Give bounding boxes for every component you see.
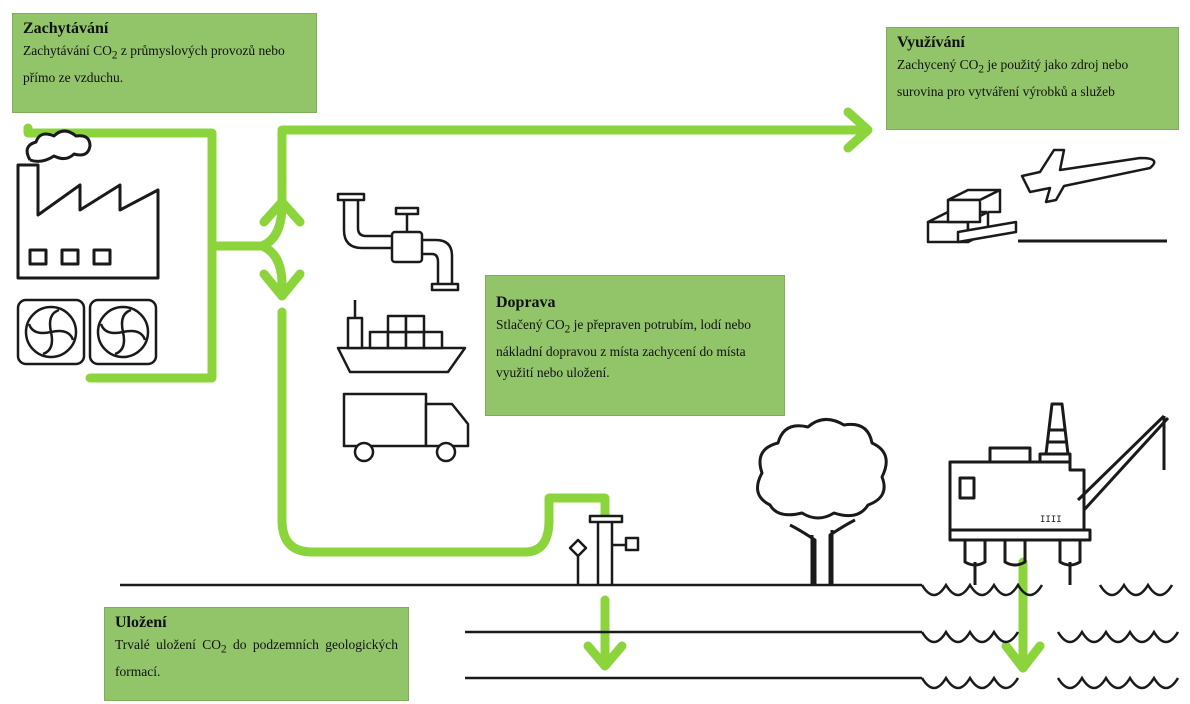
storage-title: Uložení: [115, 614, 167, 631]
boxes-icon: [926, 188, 1018, 244]
arrowhead-split-down: [259, 269, 305, 301]
storage-box: Uložení Trvalé uložení CO2 do podzemních…: [104, 607, 409, 701]
flow-arrowheads: [259, 107, 1045, 673]
ship-icon: [336, 300, 467, 374]
waves-icon: [920, 582, 1180, 690]
co2-flow-lines: [23, 123, 1028, 673]
pipeline-icon: [336, 192, 460, 292]
transport-text: Stlačený CO2 je přepraven potrubím, lodí…: [496, 317, 751, 380]
oil-platform-icon: IIII: [948, 402, 1170, 585]
capture-title: Zachytávání: [23, 20, 109, 37]
use-title: Využívání: [897, 34, 965, 51]
svg-text:IIII: IIII: [1040, 515, 1062, 525]
capture-text: Zachytávání CO2 z průmyslových provozů n…: [23, 43, 285, 85]
arrowhead-to-use: [843, 107, 873, 153]
ground-lines: [120, 583, 922, 680]
tree-icon: [756, 418, 888, 585]
storage-text: Trvalé uložení CO2 do podzemních geologi…: [115, 637, 398, 679]
fan-icon: [16, 298, 158, 366]
airplane-icon: [1018, 148, 1167, 243]
factory-icon: [16, 129, 160, 280]
transport-title: Doprava: [496, 294, 556, 311]
capture-box: Zachytávání Zachytávání CO2 z průmyslový…: [12, 13, 317, 113]
truck-icon: [342, 392, 470, 463]
use-text: Zachycený CO2 je použitý jako zdroj nebo…: [897, 57, 1129, 99]
arrowhead-split-up: [259, 197, 305, 227]
arrowhead-platform: [1001, 641, 1045, 673]
use-box: Využívání Zachycený CO2 je použitý jako …: [886, 27, 1179, 130]
injection-well-icon: [568, 514, 640, 585]
transport-box: Doprava Stlačený CO2 je přepraven potrub…: [485, 275, 785, 416]
arrowhead-storage: [583, 641, 627, 671]
